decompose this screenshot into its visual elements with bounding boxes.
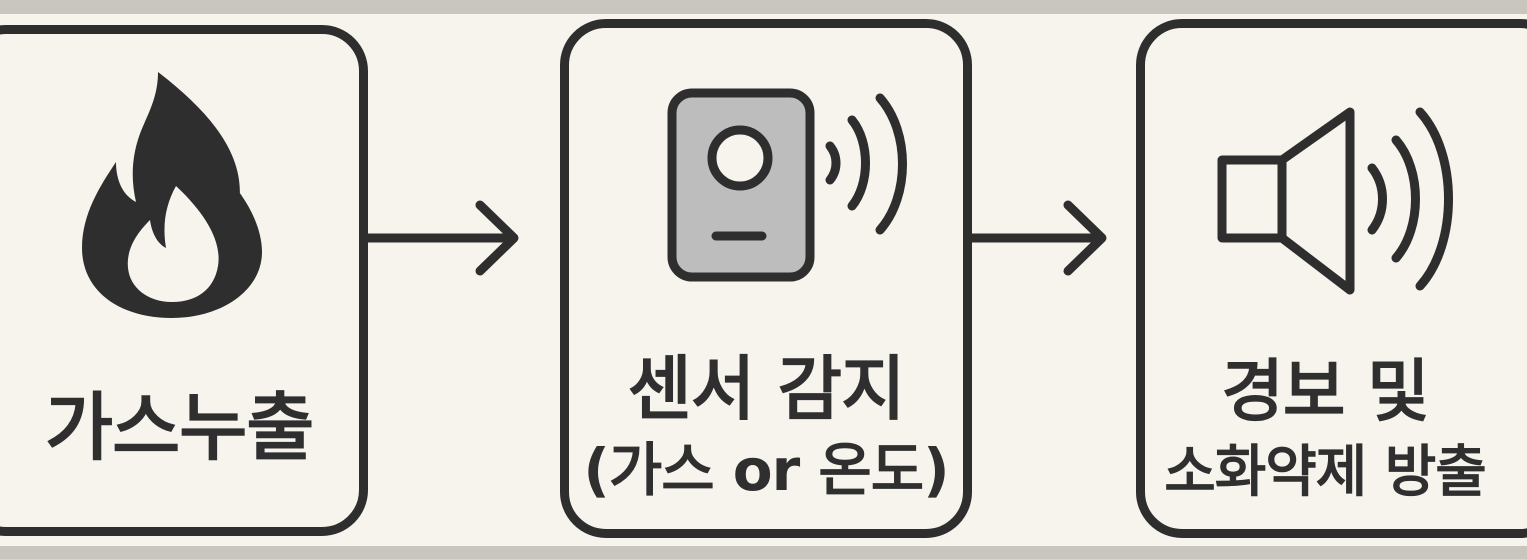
step-3-label-line1: 경보 및 [1221,353,1429,432]
step-3-label-line2: 소화약제 방출 [1164,440,1487,505]
speaker-icon [1217,107,1453,295]
arrow-2 [967,200,1107,276]
step-2-label-line1: 센서 감지 [627,348,906,430]
step-1-label: 가스누출 [45,385,314,471]
step-2-label-line2: (가스 or 온도) [583,436,949,504]
flame-icon [82,72,262,318]
sensor-icon [667,88,907,282]
arrow-1 [363,200,519,276]
